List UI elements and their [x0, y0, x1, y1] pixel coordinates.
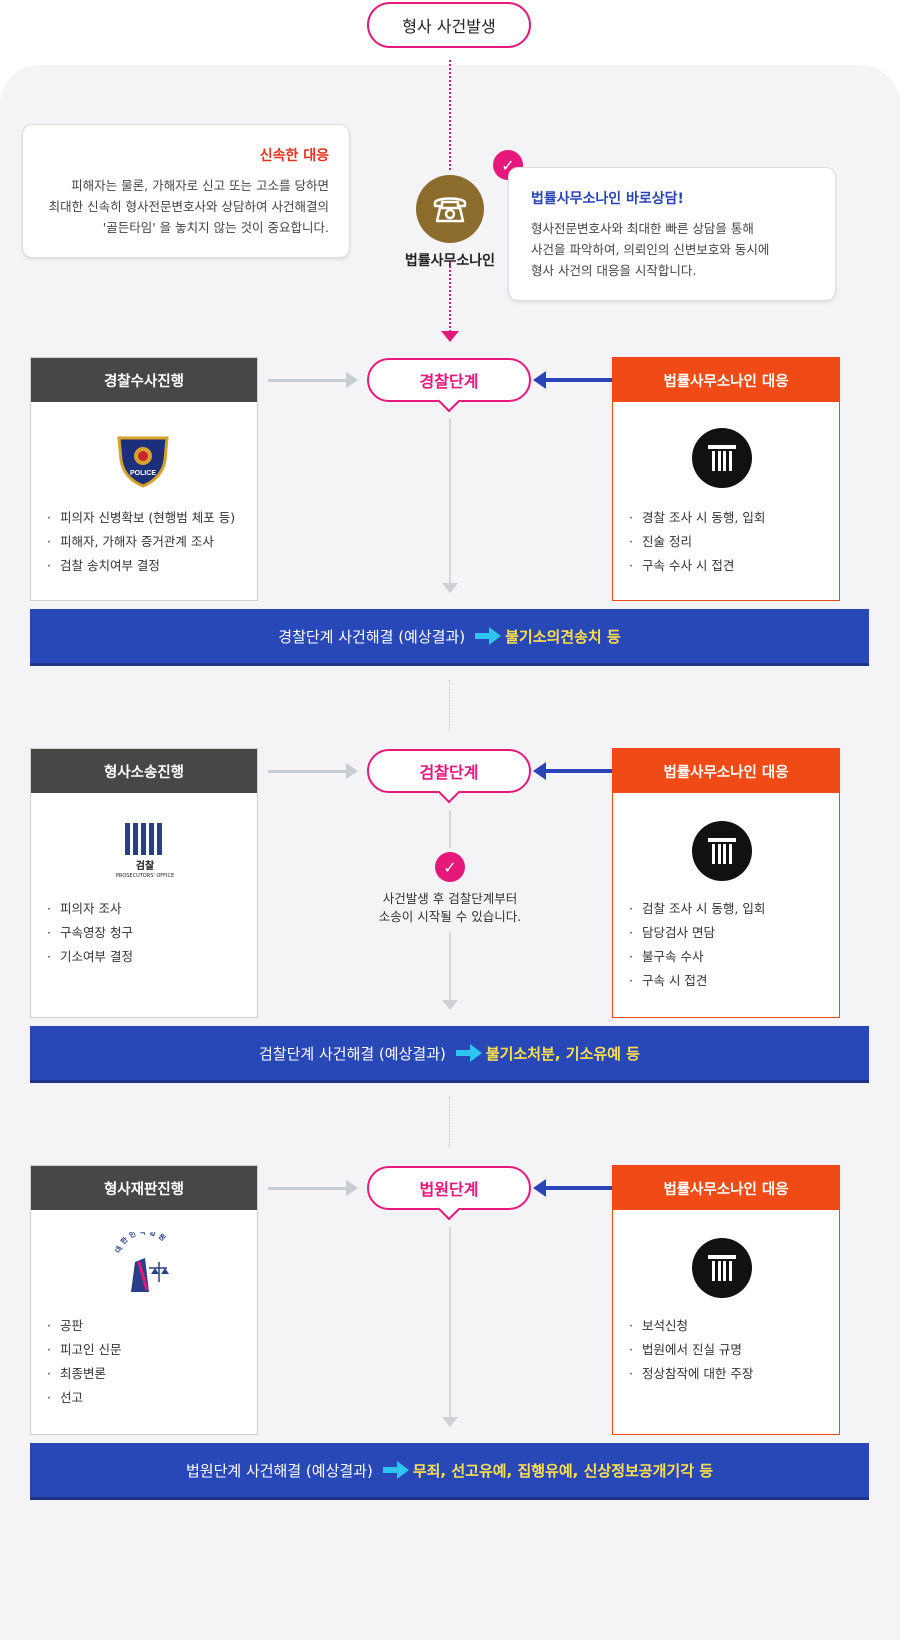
list-item: 검찰 송치여부 결정	[47, 554, 235, 578]
list-item: 피의자 조사	[47, 897, 133, 921]
left-arrow-icon	[533, 371, 632, 389]
note-line: 소송이 시작될 수 있습니다.	[378, 909, 522, 924]
result-bar-court: 법원단계 사건해결 (예상결과) 무죄, 선고유예, 집행유예, 신상정보공개기…	[30, 1443, 869, 1497]
svg-text:대한민국법원: 대한민국법원	[113, 1232, 170, 1254]
stage-connector	[449, 1227, 451, 1417]
right-arrow-icon	[268, 1180, 358, 1196]
down-arrow-icon	[442, 1417, 458, 1427]
section-divider	[449, 1097, 450, 1147]
police-badge-icon: POLICE	[115, 434, 171, 492]
list-item: 구속 시 접견	[629, 969, 765, 993]
result-prefix: 검찰단계 사건해결 (예상결과)	[259, 1044, 446, 1063]
stage-connector	[449, 932, 451, 1000]
section-divider	[449, 680, 450, 730]
court-process-title: 형사재판진행	[31, 1166, 257, 1210]
stage-label: 검찰단계	[419, 763, 479, 782]
list-item: 검찰 조사 시 동행, 입회	[629, 897, 765, 921]
result-outcome: 무죄, 선고유예, 집행유예, 신상정보공개기각 등	[412, 1461, 714, 1480]
list-item: 불구속 수사	[629, 945, 765, 969]
list-item: 구속 수사 시 접견	[629, 554, 765, 578]
quick-response-line: 최대한 신속히 형사전문변호사와 상담하여 사건해결의	[48, 199, 329, 214]
right-arrow-icon	[455, 1044, 482, 1062]
quick-response-line: 피해자는 물론, 가해자로 신고 또는 고소를 당하면	[71, 178, 329, 193]
stage-pill-police: 경찰단계	[367, 358, 531, 402]
start-connector	[449, 60, 451, 170]
firm-response-title: 법률사무소나인 대응	[613, 358, 839, 402]
firm-response-title: 법률사무소나인 대응	[613, 749, 839, 793]
prosecution-process-title: 형사소송진행	[31, 749, 257, 793]
firm-response-card: 법률사무소나인 대응 검찰 조사 시 동행, 입회 담당검사 면담 불구속 수사…	[612, 748, 840, 1018]
right-arrow-icon	[475, 627, 502, 645]
firm-name: 법률사무소나인	[404, 253, 496, 269]
stage-pill-prosecution: 검찰단계	[367, 749, 531, 793]
prosecution-logo-icon: 검찰 PROSECUTORS' OFFICE	[107, 823, 183, 880]
list-item: 기소여부 결정	[47, 945, 133, 969]
consult-title: 법률사무소나인 바로상담!	[531, 191, 684, 207]
result-outcome: 불기소의견송치 등	[505, 627, 621, 646]
consult-line: 형사전문변호사와 최대한 빠른 상담을 통해	[531, 221, 754, 236]
stage-pill-court: 법원단계	[367, 1166, 531, 1210]
prosecution-process-card: 형사소송진행 검찰 PROSECUTORS' OFFICE 피의자 조사 구속영…	[30, 748, 258, 1018]
firm-connector	[449, 262, 451, 332]
list-item: 보석신청	[629, 1314, 753, 1338]
list-item: 구속영장 청구	[47, 921, 133, 945]
court-logo-text: 대한민국법원	[113, 1227, 167, 1254]
list-item: 법원에서 진실 규명	[629, 1338, 753, 1362]
police-logo-text: POLICE	[130, 470, 156, 477]
prosecution-logo-subtext: PROSECUTORS' OFFICE	[115, 873, 175, 879]
stage-label: 법원단계	[419, 1180, 479, 1199]
pillar-icon	[692, 428, 752, 488]
case-start-pill: 형사 사건발생	[367, 2, 531, 48]
list-item: 피고인 신문	[47, 1338, 121, 1362]
pillar-icon	[692, 821, 752, 881]
firm-response-card: 법률사무소나인 대응 보석신청 법원에서 진실 규명 정상참작에 대한 주장	[612, 1165, 840, 1435]
result-bar-police: 경찰단계 사건해결 (예상결과) 불기소의견송치 등	[30, 609, 869, 663]
consult-line: 형사 사건의 대응을 시작합니다.	[531, 263, 697, 278]
consult-bubble: 법률사무소나인 바로상담! 형사전문변호사와 최대한 빠른 상담을 통해 사건을…	[508, 167, 836, 301]
down-arrow-icon	[441, 331, 459, 342]
list-item: 경찰 조사 시 동행, 입회	[629, 506, 765, 530]
police-process-title: 경찰수사진행	[31, 358, 257, 402]
down-arrow-icon	[442, 1000, 458, 1010]
stage-label: 경찰단계	[419, 372, 479, 391]
consult-line: 사건을 파악하여, 의뢰인의 신변보호와 동시에	[531, 242, 770, 257]
stage-connector	[449, 810, 451, 848]
court-logo-icon: 대한민국법원	[109, 1227, 181, 1302]
right-arrow-icon	[268, 372, 358, 388]
list-item: 피해자, 가해자 증거관계 조사	[47, 530, 235, 554]
court-process-card: 형사재판진행 대한민국법원 공판 피고인 신문 최종변론 선고	[30, 1165, 258, 1435]
firm-response-title: 법률사무소나인 대응	[613, 1166, 839, 1210]
prosecution-note: 사건발생 후 검찰단계부터 소송이 시작될 수 있습니다.	[340, 890, 560, 926]
stage-connector	[449, 418, 451, 584]
result-prefix: 경찰단계 사건해결 (예상결과)	[278, 627, 466, 646]
list-item: 담당검사 면담	[629, 921, 765, 945]
list-item: 피의자 신병확보 (현행범 체포 등)	[47, 506, 235, 530]
result-outcome: 불기소처분, 기소유예 등	[485, 1044, 640, 1063]
down-arrow-icon	[442, 583, 458, 593]
list-item: 공판	[47, 1314, 121, 1338]
quick-response-line: '골든타임' 을 놓치지 않는 것이 중요합니다.	[102, 220, 329, 235]
right-arrow-icon	[382, 1461, 409, 1479]
check-icon: ✓	[435, 852, 465, 882]
quick-response-bubble: 신속한 대응 피해자는 물론, 가해자로 신고 또는 고소를 당하면 최대한 신…	[22, 124, 350, 258]
list-item: 정상참작에 대한 주장	[629, 1362, 753, 1386]
left-arrow-icon	[533, 1179, 632, 1197]
prosecution-logo-text: 검찰	[135, 861, 155, 872]
firm-response-card: 법률사무소나인 대응 경찰 조사 시 동행, 입회 진술 정리 구속 수사 시 …	[612, 357, 840, 601]
pillar-icon	[692, 1238, 752, 1298]
right-arrow-icon	[268, 763, 358, 779]
quick-response-title: 신속한 대응	[259, 148, 329, 164]
case-start-label: 형사 사건발생	[402, 17, 496, 36]
list-item: 선고	[47, 1386, 121, 1410]
list-item: 진술 정리	[629, 530, 765, 554]
note-line: 사건발생 후 검찰단계부터	[382, 891, 518, 906]
list-item: 최종변론	[47, 1362, 121, 1386]
result-bar-prosecution: 검찰단계 사건해결 (예상결과) 불기소처분, 기소유예 등	[30, 1026, 869, 1080]
result-prefix: 법원단계 사건해결 (예상결과)	[185, 1461, 373, 1480]
left-arrow-icon	[533, 762, 632, 780]
police-process-card: 경찰수사진행 POLICE 피의자 신병확보 (현행범 체포 등) 피해자, 가…	[30, 357, 258, 601]
phone-icon	[416, 175, 484, 243]
